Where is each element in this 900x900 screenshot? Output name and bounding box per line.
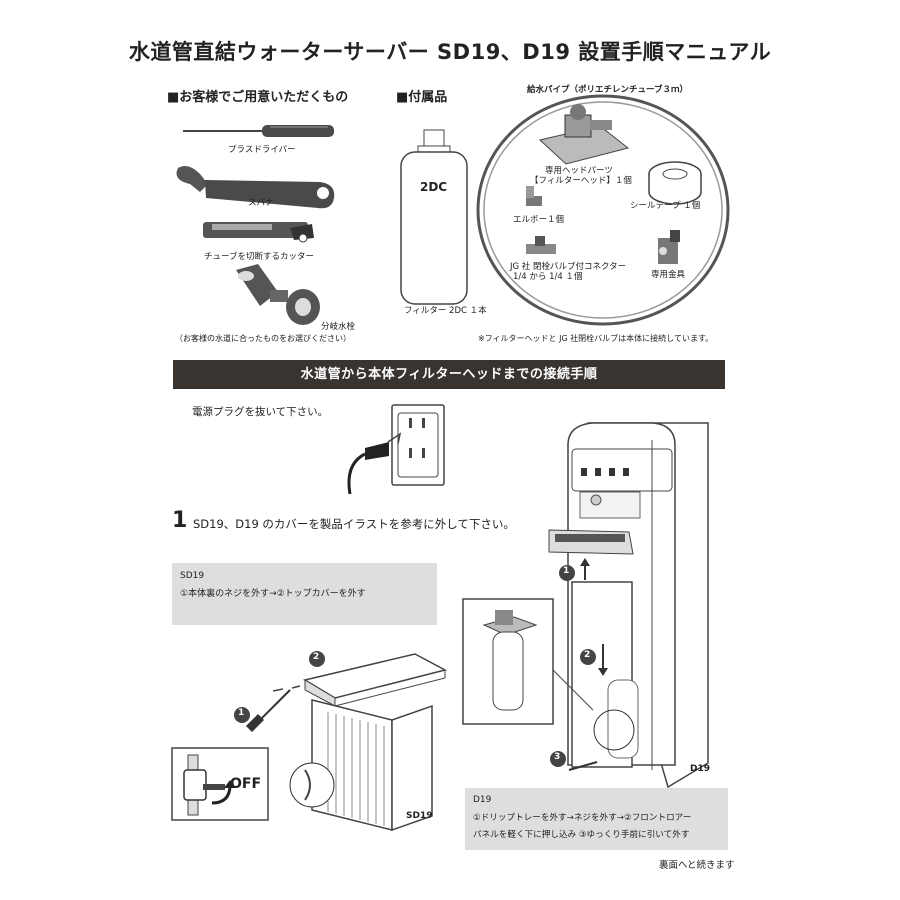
sd19-server-illustration (234, 651, 448, 832)
filter-head-inset (462, 598, 594, 725)
d19-note-box: D19 ①ドリップトレーを外す→ネジを外す→②フロントロアー パネルを軽く下に押… (465, 788, 728, 850)
power-outlet-icon (347, 404, 445, 495)
valve-note: （お客様の水道に合ったものをお選びください） (175, 334, 351, 343)
connector-icon (526, 236, 556, 254)
d19-model-label: D19 (690, 764, 710, 774)
sd19-note-title: SD19 (180, 571, 205, 581)
callout-1-d19: 1 (563, 566, 570, 576)
pipe-coil-icon (476, 94, 730, 326)
filter-label: フィルター 2DC １本 (404, 306, 487, 316)
callout-1-sd19: 1 (238, 708, 245, 718)
procedure-heading-bar: 水道管から本体フィルターヘッドまでの接続手順 (173, 360, 725, 389)
d19-note-line1: ①ドリップトレーを外す→ネジを外す→②フロントロアー (473, 813, 692, 823)
fitting-icon (658, 230, 680, 264)
step1-text: SD19、D19 のカバーを製品イラストを参考に外して下さい。 (193, 517, 515, 531)
branch-valve-icon (236, 264, 320, 325)
accessory-footnote: ※フィルターヘッドと JG 社閉栓バルブは本体に接続しています。 (478, 334, 714, 343)
unplug-instruction: 電源プラグを抜いて下さい。 (192, 406, 329, 418)
spanner-icon (176, 166, 335, 209)
section-prepare-heading: ■お客様でご用意いただくもの (167, 90, 349, 105)
spanner-label: スパナ (248, 198, 274, 208)
connector-label-2: 1/4 から 1/4 １個 (513, 272, 583, 282)
valve-label: 分岐水栓 (321, 322, 356, 332)
cutter-icon (203, 222, 314, 243)
head-label-1: 専用ヘッドパーツ (545, 166, 613, 176)
driver-label: プラスドライバー (228, 145, 296, 155)
sd19-note-box: SD19 ①本体裏のネジを外す→②トップカバーを外す (172, 563, 437, 625)
fitting-label: 専用金具 (651, 270, 686, 280)
elbow-fitting-icon (526, 186, 542, 206)
d19-note-title: D19 (473, 795, 492, 805)
connector-label-1: JG 社 閉栓バルブ付コネクター (510, 262, 627, 272)
valve-off-inset (171, 747, 269, 821)
step-number: 1 (172, 508, 188, 533)
continue-footer: 裏面へと続きます (659, 860, 735, 871)
section-accessories-heading: ■付属品 (396, 90, 448, 105)
cutter-label: チューブを切断するカッター (204, 252, 314, 262)
elbow-label: エルボー１個 (513, 215, 565, 225)
page-title: 水道管直結ウォーターサーバー SD19、D19 設置手順マニュアル (128, 40, 772, 64)
filter-head-icon (538, 104, 630, 165)
seal-tape-icon (648, 161, 702, 205)
callout-2-sd19: 2 (313, 652, 320, 662)
d19-note-line2: パネルを軽く下に押し込み ③ゆっくり手前に引いて外す (473, 830, 690, 840)
filter-cartridge-text: 2DC (420, 180, 448, 194)
callout-3-d19: 3 (554, 752, 561, 762)
off-label: OFF (230, 776, 262, 792)
callout-2-d19: 2 (584, 650, 591, 660)
screwdriver-icon (183, 125, 334, 137)
sd19-model-label: SD19 (406, 811, 433, 821)
head-label-2: 【フィルターヘッド】１個 (530, 176, 632, 186)
filter-cartridge-icon (400, 129, 468, 305)
tape-label: シールテープ １個 (630, 201, 701, 211)
sd19-note-text: ①本体裏のネジを外す→②トップカバーを外す (180, 589, 366, 599)
d19-server-illustration (548, 422, 709, 789)
pipe-label: 給水パイプ（ポリエチレンチューブ３ｍ） (527, 85, 688, 95)
